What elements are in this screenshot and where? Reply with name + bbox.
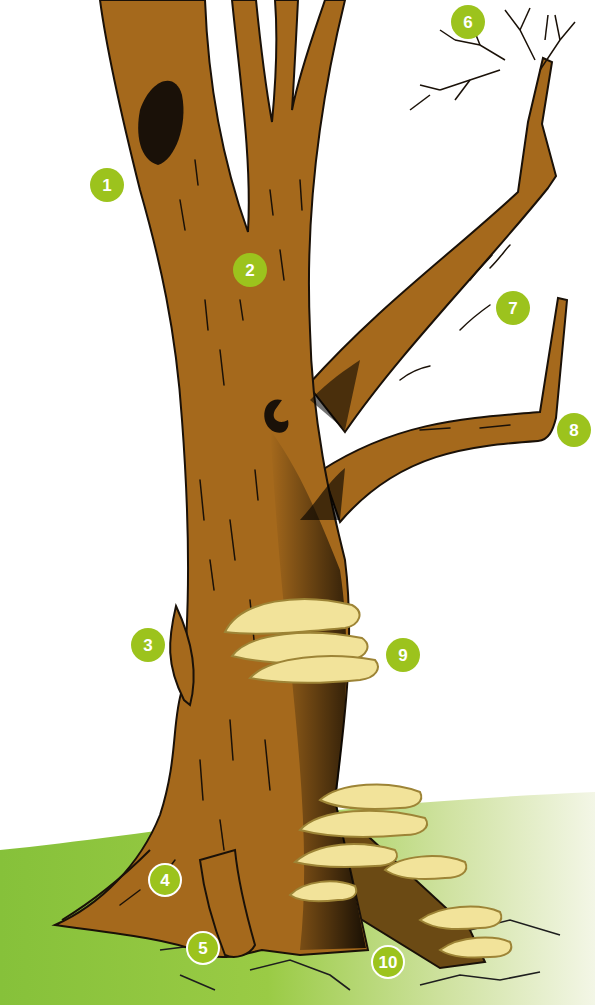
callout-circle: 8 <box>557 413 591 447</box>
callout-number: 9 <box>398 647 407 664</box>
fork-shading <box>300 468 345 520</box>
callout-number: 10 <box>379 954 398 971</box>
bark-texture <box>120 160 510 905</box>
callout-circle: 4 <box>148 863 182 897</box>
upper-branch <box>308 58 556 432</box>
callout-number: 2 <box>245 262 254 279</box>
trunk-shading <box>270 430 366 950</box>
trunk <box>55 0 368 957</box>
callout-circle: 9 <box>386 638 420 672</box>
tree-hole <box>138 81 183 165</box>
callout-circle: 6 <box>451 5 485 39</box>
trunk-bulge <box>170 606 193 705</box>
fork-shading <box>310 360 360 430</box>
callout-number: 4 <box>160 872 169 889</box>
callout-number: 6 <box>463 14 472 31</box>
callout-circle: 1 <box>90 168 124 202</box>
callout-number: 5 <box>198 940 207 957</box>
dead-twigs <box>410 8 575 110</box>
callout-circle: 10 <box>371 945 405 979</box>
callout-number: 1 <box>102 177 111 194</box>
bracket-fungus <box>225 599 378 683</box>
callout-number: 3 <box>143 637 152 654</box>
roots <box>62 850 255 957</box>
callout-circle: 7 <box>496 291 530 325</box>
callout-number: 7 <box>508 300 517 317</box>
lower-branch <box>322 298 567 522</box>
base-fungus <box>290 784 511 957</box>
callout-circle: 5 <box>186 931 220 965</box>
knot <box>264 399 288 432</box>
callout-circle: 2 <box>233 253 267 287</box>
callout-circle: 3 <box>131 628 165 662</box>
callout-number: 8 <box>569 422 578 439</box>
